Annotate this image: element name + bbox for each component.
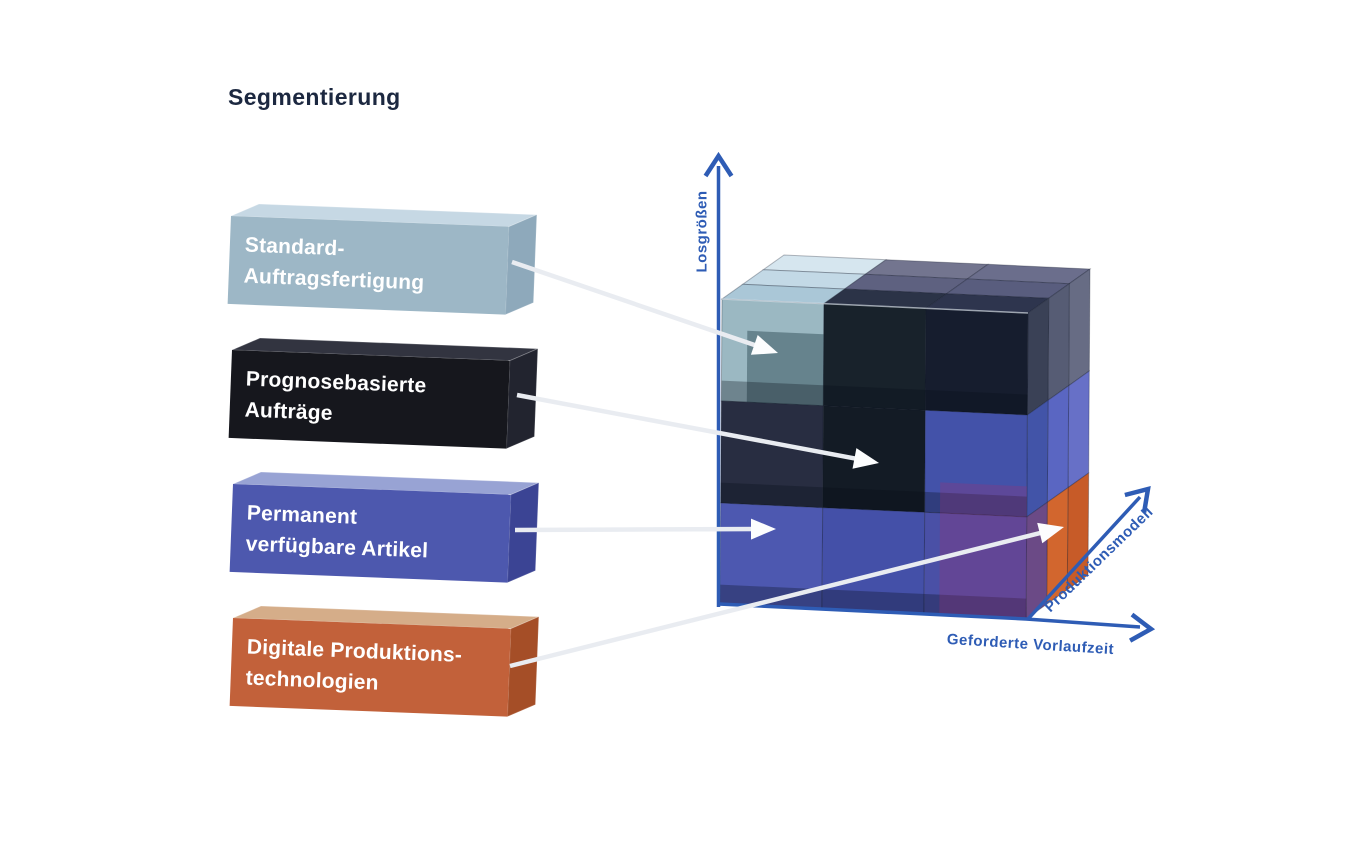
connector-arrowhead-4 [1037,522,1064,544]
segment-box-prognosebasierte-auftraege: Prognosebasierte Aufträge [228,350,510,449]
cube-floor-shade [720,482,1027,517]
cube-right-cell [1026,399,1049,518]
y-axis-arrowhead [703,151,734,178]
cube-right-cell [1067,370,1090,489]
connector-line-3 [514,526,761,533]
cube-orange-glow [939,482,1027,619]
connector-arrowhead-2 [852,448,879,469]
cube-right-cell [1047,282,1070,402]
segment-box-permanent-verfuegbare-artikel: Permanent verfügbare Artikel [229,484,511,583]
segment-box-standard-auftragsfertigung: Standard- Auftragsfertigung [227,216,509,315]
z-axis-line [1026,495,1142,621]
page-title: Segmentierung [228,84,401,110]
cube-right-cell [1046,384,1070,504]
x-axis-arrowhead [1129,612,1156,643]
segment-box-digitale-produktionstechnologien: Digitale Produktions- technologien [229,618,511,717]
connector-arrowhead-3 [751,518,776,540]
axis-label-losgroessen: Losgrößen [693,190,711,273]
segment-box-side-face [506,481,540,584]
cube-top-edge-highlight [721,298,1029,314]
cube-right-cell [1068,268,1091,387]
connector-arrowhead-1 [750,335,778,355]
cube-right-cell [1046,486,1069,606]
connector-line-4 [509,528,1050,669]
cube-right-cell [1026,297,1050,416]
connector-line-2 [516,392,864,463]
x-axis-line [718,602,1141,629]
connector-line-1 [511,259,764,350]
cube-floor-shade [721,380,1028,415]
z-axis-arrowhead [1124,485,1151,513]
